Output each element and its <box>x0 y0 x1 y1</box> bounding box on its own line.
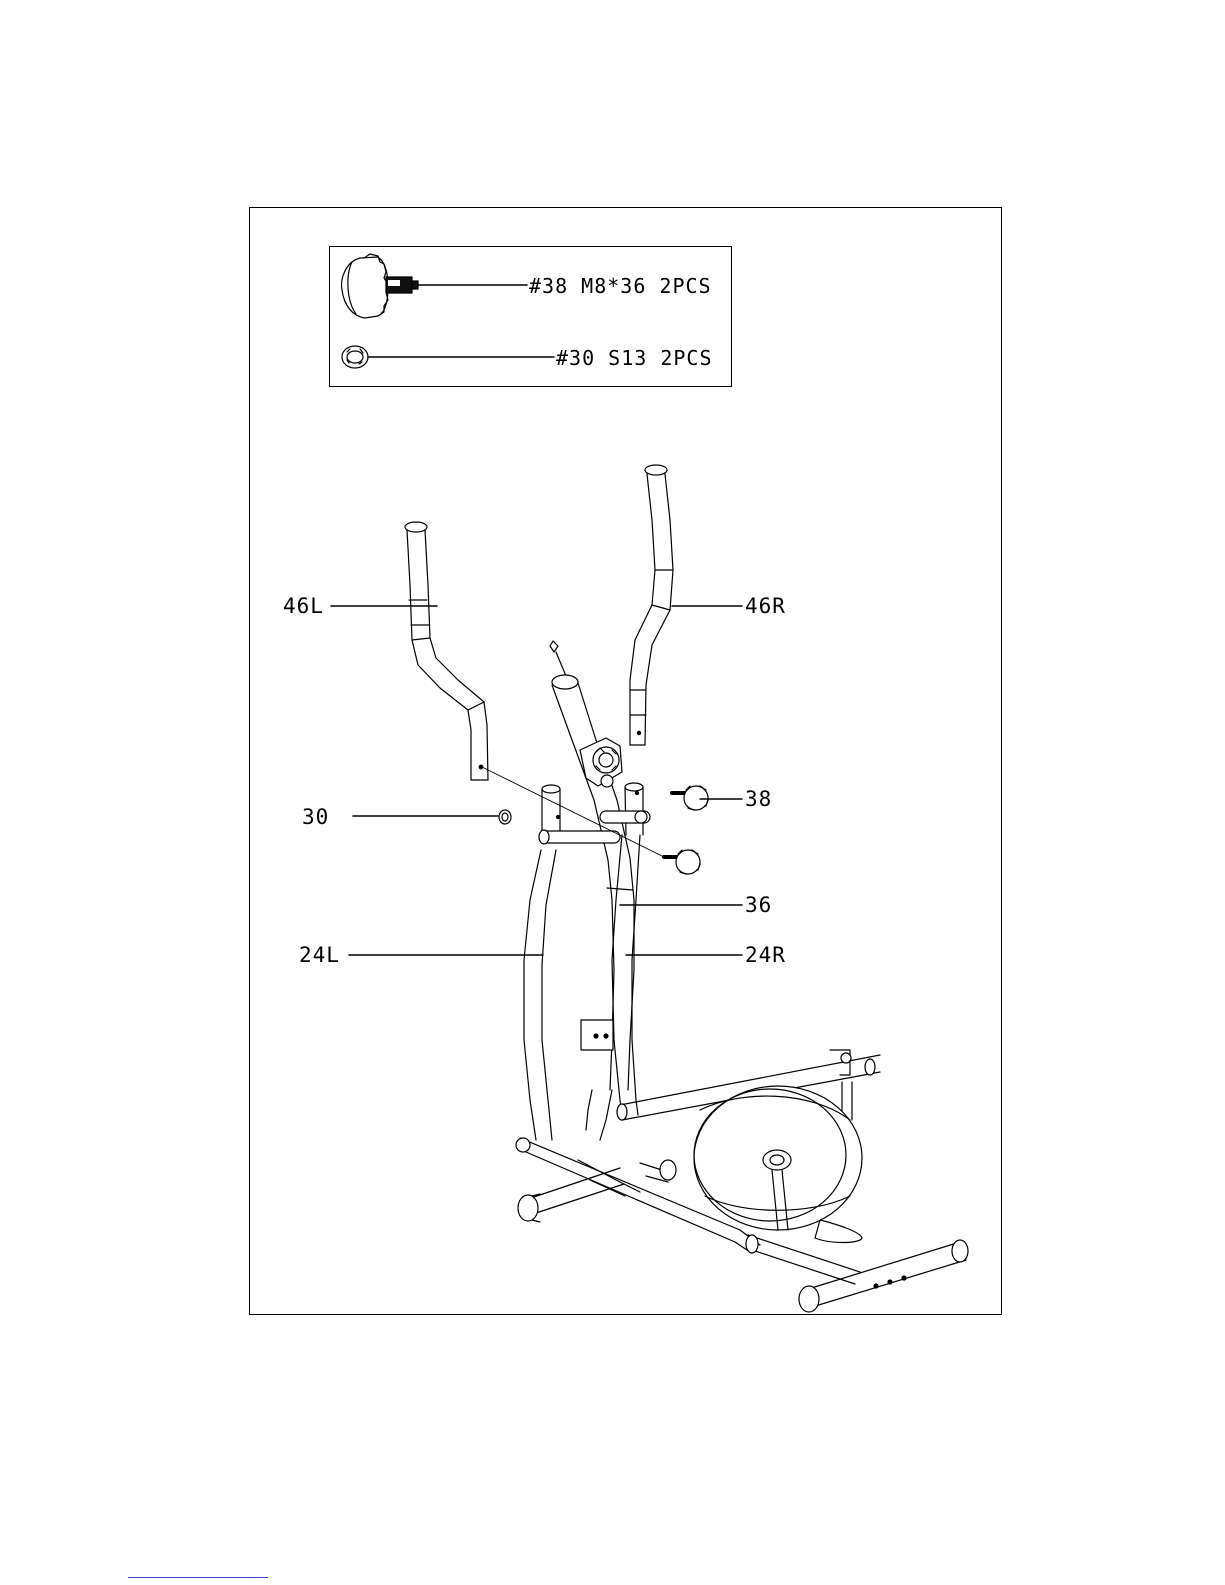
washer-part <box>499 810 511 824</box>
callout-24R: 24R <box>745 943 786 967</box>
hardware-label-washer: #30 S13 2PCS <box>556 346 713 370</box>
knob-part-left <box>664 850 700 874</box>
callout-46R: 46R <box>745 594 786 618</box>
callout-36: 36 <box>745 893 772 917</box>
upright-post <box>550 641 634 1140</box>
arm-left <box>524 785 620 1140</box>
callout-38: 38 <box>745 787 772 811</box>
hardware-label-bolt: #38 M8*36 2PCS <box>529 274 712 298</box>
handlebar-right <box>630 465 673 745</box>
washer-icon <box>342 346 368 368</box>
knob-part-right <box>672 786 708 810</box>
footer-link-underline <box>128 1577 268 1578</box>
knob-bolt-icon <box>342 254 418 318</box>
callout-46L: 46L <box>283 594 324 618</box>
handlebar-left <box>405 522 488 780</box>
callout-24L: 24L <box>299 943 340 967</box>
callout-30: 30 <box>302 805 329 829</box>
flywheel <box>694 1086 862 1243</box>
